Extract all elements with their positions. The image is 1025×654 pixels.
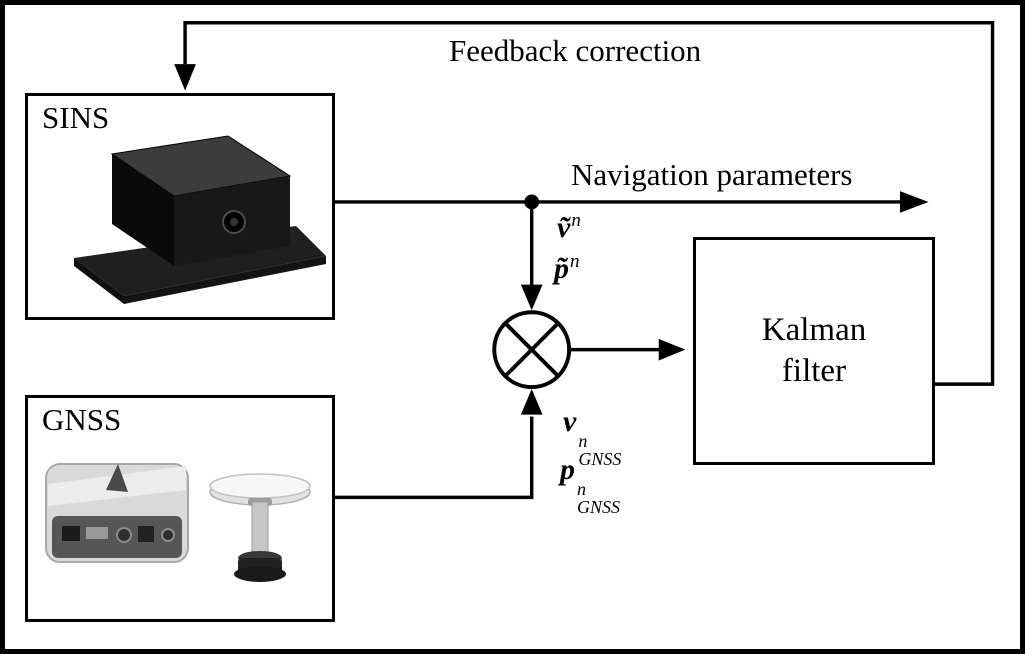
position-estimate-signal-label: p̃n: [554, 251, 580, 285]
feedback-path: [183, 21, 995, 386]
sum-to-kalman-arrowhead-icon: [658, 338, 686, 361]
velocity-estimate-signal-label: ṽn: [557, 210, 581, 244]
imu-photo-icon: [74, 135, 326, 304]
gnss-block-label: GNSS: [42, 402, 122, 437]
gnss-receiver-antenna-photo-icon: [45, 463, 311, 582]
sins-to-sum-arrowhead-icon: [520, 284, 543, 311]
sum-node-icon: [492, 310, 572, 390]
navigation-arrowhead-icon: [899, 191, 929, 213]
sins-block: SINS: [25, 93, 335, 320]
gnss-to-sum-line: [332, 416, 534, 500]
connector-layer: [174, 21, 995, 500]
gnss-to-sum-arrowhead-icon: [520, 389, 543, 415]
kalman-filter-block: Kalman filter: [693, 237, 935, 465]
feedback-arrowhead-icon: [174, 64, 196, 91]
navigation-parameters-label: Navigation parameters: [571, 157, 853, 192]
gnss-block: GNSS: [25, 395, 335, 622]
kalman-filter-label-line1: Kalman: [761, 311, 867, 348]
sins-block-label: SINS: [42, 100, 110, 135]
kalman-filter-label-line2: filter: [781, 353, 847, 389]
feedback-correction-label: Feedback correction: [449, 33, 702, 68]
